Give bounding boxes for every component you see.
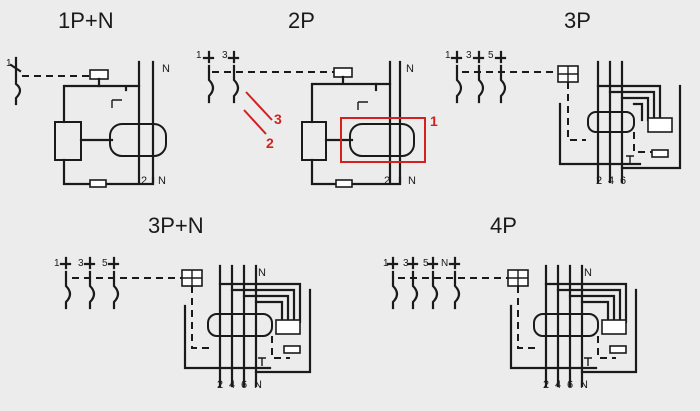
current-transformer xyxy=(109,123,167,157)
pole-label: 1 xyxy=(196,50,202,61)
callout-line xyxy=(245,91,273,121)
test-contact xyxy=(111,99,122,108)
trip-relay xyxy=(275,319,301,335)
trip-relay xyxy=(647,117,673,133)
resistor xyxy=(335,179,353,188)
diagram-title: 1P+N xyxy=(58,8,114,33)
diagram-3p-n: 3P+N 1 3 5 N 2 4 6 N xyxy=(54,213,312,391)
terminal-label: N xyxy=(584,267,592,279)
diagram-title: 2P xyxy=(288,8,315,33)
trip-relay xyxy=(601,319,627,335)
terminal-label: N xyxy=(406,63,414,75)
contact-symbol xyxy=(406,256,419,310)
current-transformer xyxy=(349,123,415,157)
contact-symbol xyxy=(448,256,461,310)
terminal-label: 6 xyxy=(620,175,626,187)
pole-label: 3 xyxy=(403,258,409,269)
terminal-label: 2 xyxy=(217,379,223,391)
terminal-label: 6 xyxy=(241,379,247,391)
test-contact xyxy=(258,357,266,366)
terminal-label: 4 xyxy=(229,379,235,391)
diagram-title: 3P+N xyxy=(148,213,204,238)
contact-symbol xyxy=(9,56,22,106)
current-transformer xyxy=(587,111,635,133)
pole-label: 5 xyxy=(488,50,494,61)
terminal-label: 2 xyxy=(543,379,549,391)
terminal-label: N xyxy=(162,63,170,75)
highlight-box-ct xyxy=(340,117,426,163)
callout-line xyxy=(243,109,267,135)
pole-label: N xyxy=(441,258,448,269)
resistor xyxy=(89,179,107,188)
contact-symbol xyxy=(472,50,485,104)
contact-symbol xyxy=(107,256,120,310)
terminal-label: N xyxy=(254,379,262,391)
callout-label: 1 xyxy=(430,113,438,129)
diagram-2p: 2P 1 3 N 2 N 3 2 1 xyxy=(196,8,438,188)
test-button xyxy=(89,69,109,80)
terminal-label: 2 xyxy=(596,175,602,187)
terminal-label: 4 xyxy=(555,379,561,391)
diagram-title: 4P xyxy=(490,213,517,238)
pole-label: 1 xyxy=(6,58,12,69)
callout-label: 3 xyxy=(274,111,282,127)
contact-symbol xyxy=(227,50,240,104)
trip-relay xyxy=(301,121,327,161)
contact-symbol xyxy=(426,256,439,310)
pole-label: 3 xyxy=(78,258,84,269)
test-button xyxy=(333,67,353,78)
conductor-lines xyxy=(218,264,258,388)
terminal-label: N xyxy=(258,267,266,279)
test-contact xyxy=(584,357,592,366)
diagram-1p-n: 1P+N 1 N 2 N xyxy=(6,8,170,188)
terminal-label: N xyxy=(580,379,588,391)
contact-symbol xyxy=(83,256,96,310)
terminal-label: 6 xyxy=(567,379,573,391)
pole-label: 1 xyxy=(383,258,389,269)
pole-label: 1 xyxy=(54,258,60,269)
contact-symbol xyxy=(386,256,399,310)
pole-label: 3 xyxy=(466,50,472,61)
terminal-label: N xyxy=(408,175,416,187)
terminal-label: 2 xyxy=(141,175,147,187)
conductor-lines xyxy=(596,60,624,184)
current-transformer xyxy=(207,313,273,337)
diagram-title: 3P xyxy=(564,8,591,33)
contact-symbol xyxy=(494,50,507,104)
contact-symbol xyxy=(202,50,215,104)
current-transformer xyxy=(533,313,599,337)
test-contact xyxy=(626,155,634,164)
terminal-label: 4 xyxy=(608,175,614,187)
pole-label: 5 xyxy=(423,258,429,269)
terminal-label: 2 xyxy=(384,175,390,187)
contact-symbol xyxy=(450,50,463,104)
resistor xyxy=(609,345,627,354)
pole-label: 5 xyxy=(102,258,108,269)
test-contact xyxy=(357,101,368,110)
resistor xyxy=(651,149,669,158)
diagram-4p: 4P 1 3 5 N N 2 4 6 N xyxy=(383,213,638,391)
conductor-lines xyxy=(544,264,584,388)
contact-symbol xyxy=(59,256,72,310)
callout-label: 2 xyxy=(266,135,274,151)
trip-relay xyxy=(54,121,82,161)
pole-label: 3 xyxy=(222,50,228,61)
pole-label: 1 xyxy=(445,50,451,61)
terminal-label: N xyxy=(158,175,166,187)
diagram-3p: 3P 1 3 5 2 4 6 xyxy=(445,8,682,187)
resistor xyxy=(283,345,301,354)
